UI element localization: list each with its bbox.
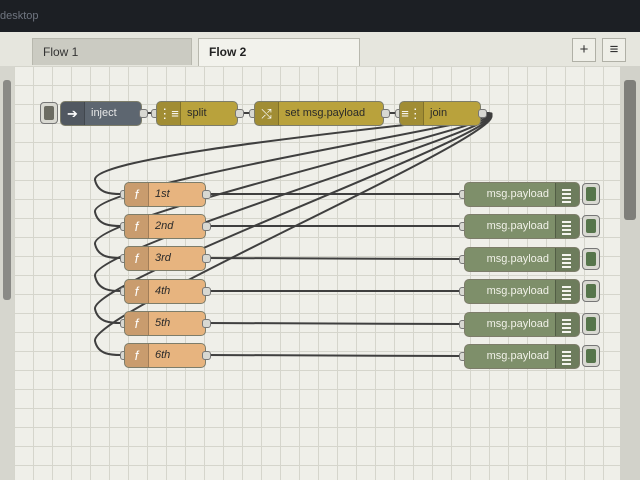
function-node-1st[interactable]: f 1st [124,182,206,207]
debug-toggle-button[interactable] [582,215,600,237]
debug-node-label: msg.payload [486,350,549,362]
shuffle-icon: ⤭ [255,102,279,125]
debug-node-label: msg.payload [486,253,549,265]
list-icon [555,345,579,368]
tab-flow-1[interactable]: Flow 1 [32,38,192,65]
function-node-5th[interactable]: f 5th [124,311,206,336]
split-node[interactable]: ⋮≡ split [156,101,238,126]
function-node-label: 1st [155,188,170,200]
debug-toggle-button[interactable] [582,248,600,270]
flow-menu-button[interactable]: ≡ [602,38,626,62]
change-node-label: set msg.payload [285,107,366,119]
output-port[interactable] [202,287,211,296]
list-icon [555,313,579,336]
debug-node-label: msg.payload [486,318,549,330]
split-node-label: split [187,107,207,119]
left-scrollbar[interactable] [0,66,14,480]
list-icon [555,248,579,271]
function-icon: f [125,247,149,270]
function-node-label: 5th [155,317,171,329]
list-icon [555,215,579,238]
function-node-2nd[interactable]: f 2nd [124,214,206,239]
flow-tab-bar: Flow 1 Flow 2 + ≡ [0,32,640,67]
debug-toggle-button[interactable] [582,280,600,302]
debug-node-label: msg.payload [486,188,549,200]
function-node-4th[interactable]: f 4th [124,279,206,304]
join-node[interactable]: ≡⋮ join [399,101,481,126]
inject-node-label: inject [91,107,117,119]
debug-node-5[interactable]: msg.payload [464,312,580,337]
debug-toggle-button[interactable] [582,313,600,335]
function-icon: f [125,280,149,303]
output-port[interactable] [139,109,148,118]
debug-node-label: msg.payload [486,220,549,232]
function-node-label: 6th [155,349,171,361]
function-node-label: 4th [155,285,171,297]
debug-toggle-button[interactable] [582,345,600,367]
function-node-3rd[interactable]: f 3rd [124,246,206,271]
function-node-label: 2nd [155,220,174,232]
right-scrollbar[interactable] [620,66,640,480]
function-node-label: 3rd [155,252,171,264]
output-port[interactable] [202,319,211,328]
debug-node-3[interactable]: msg.payload [464,247,580,272]
debug-node-label: msg.payload [486,285,549,297]
list-icon [555,183,579,206]
function-icon: f [125,312,149,335]
debug-node-6[interactable]: msg.payload [464,344,580,369]
output-port[interactable] [235,109,244,118]
function-node-6th[interactable]: f 6th [124,343,206,368]
inject-node[interactable]: ➔ inject [60,101,142,126]
change-node[interactable]: ⤭ set msg.payload [254,101,384,126]
window-title-bar: desktop [0,0,640,32]
inject-trigger-button[interactable] [40,102,58,124]
wire-fn-3-debug [206,257,461,260]
output-port[interactable] [202,222,211,231]
function-icon: f [125,344,149,367]
wire-fn-6-debug [206,354,461,357]
join-node-label: join [430,107,448,119]
arrow-right-icon: ➔ [61,102,85,125]
debug-node-1[interactable]: msg.payload [464,182,580,207]
wire-fn-5-debug [206,322,461,325]
output-port[interactable] [381,109,390,118]
tab-flow-2[interactable]: Flow 2 [198,38,360,67]
output-port[interactable] [202,190,211,199]
add-flow-button[interactable]: + [572,38,596,62]
list-icon [555,280,579,303]
function-icon: f [125,215,149,238]
join-icon: ≡⋮ [400,102,424,125]
window-title: desktop [0,10,39,22]
function-icon: f [125,183,149,206]
output-port[interactable] [202,254,211,263]
debug-toggle-button[interactable] [582,183,600,205]
output-port[interactable] [202,351,211,360]
debug-node-4[interactable]: msg.payload [464,279,580,304]
debug-node-2[interactable]: msg.payload [464,214,580,239]
split-icon: ⋮≡ [157,102,181,125]
output-port[interactable] [478,109,487,118]
wire-join-fn-6 [93,112,493,356]
